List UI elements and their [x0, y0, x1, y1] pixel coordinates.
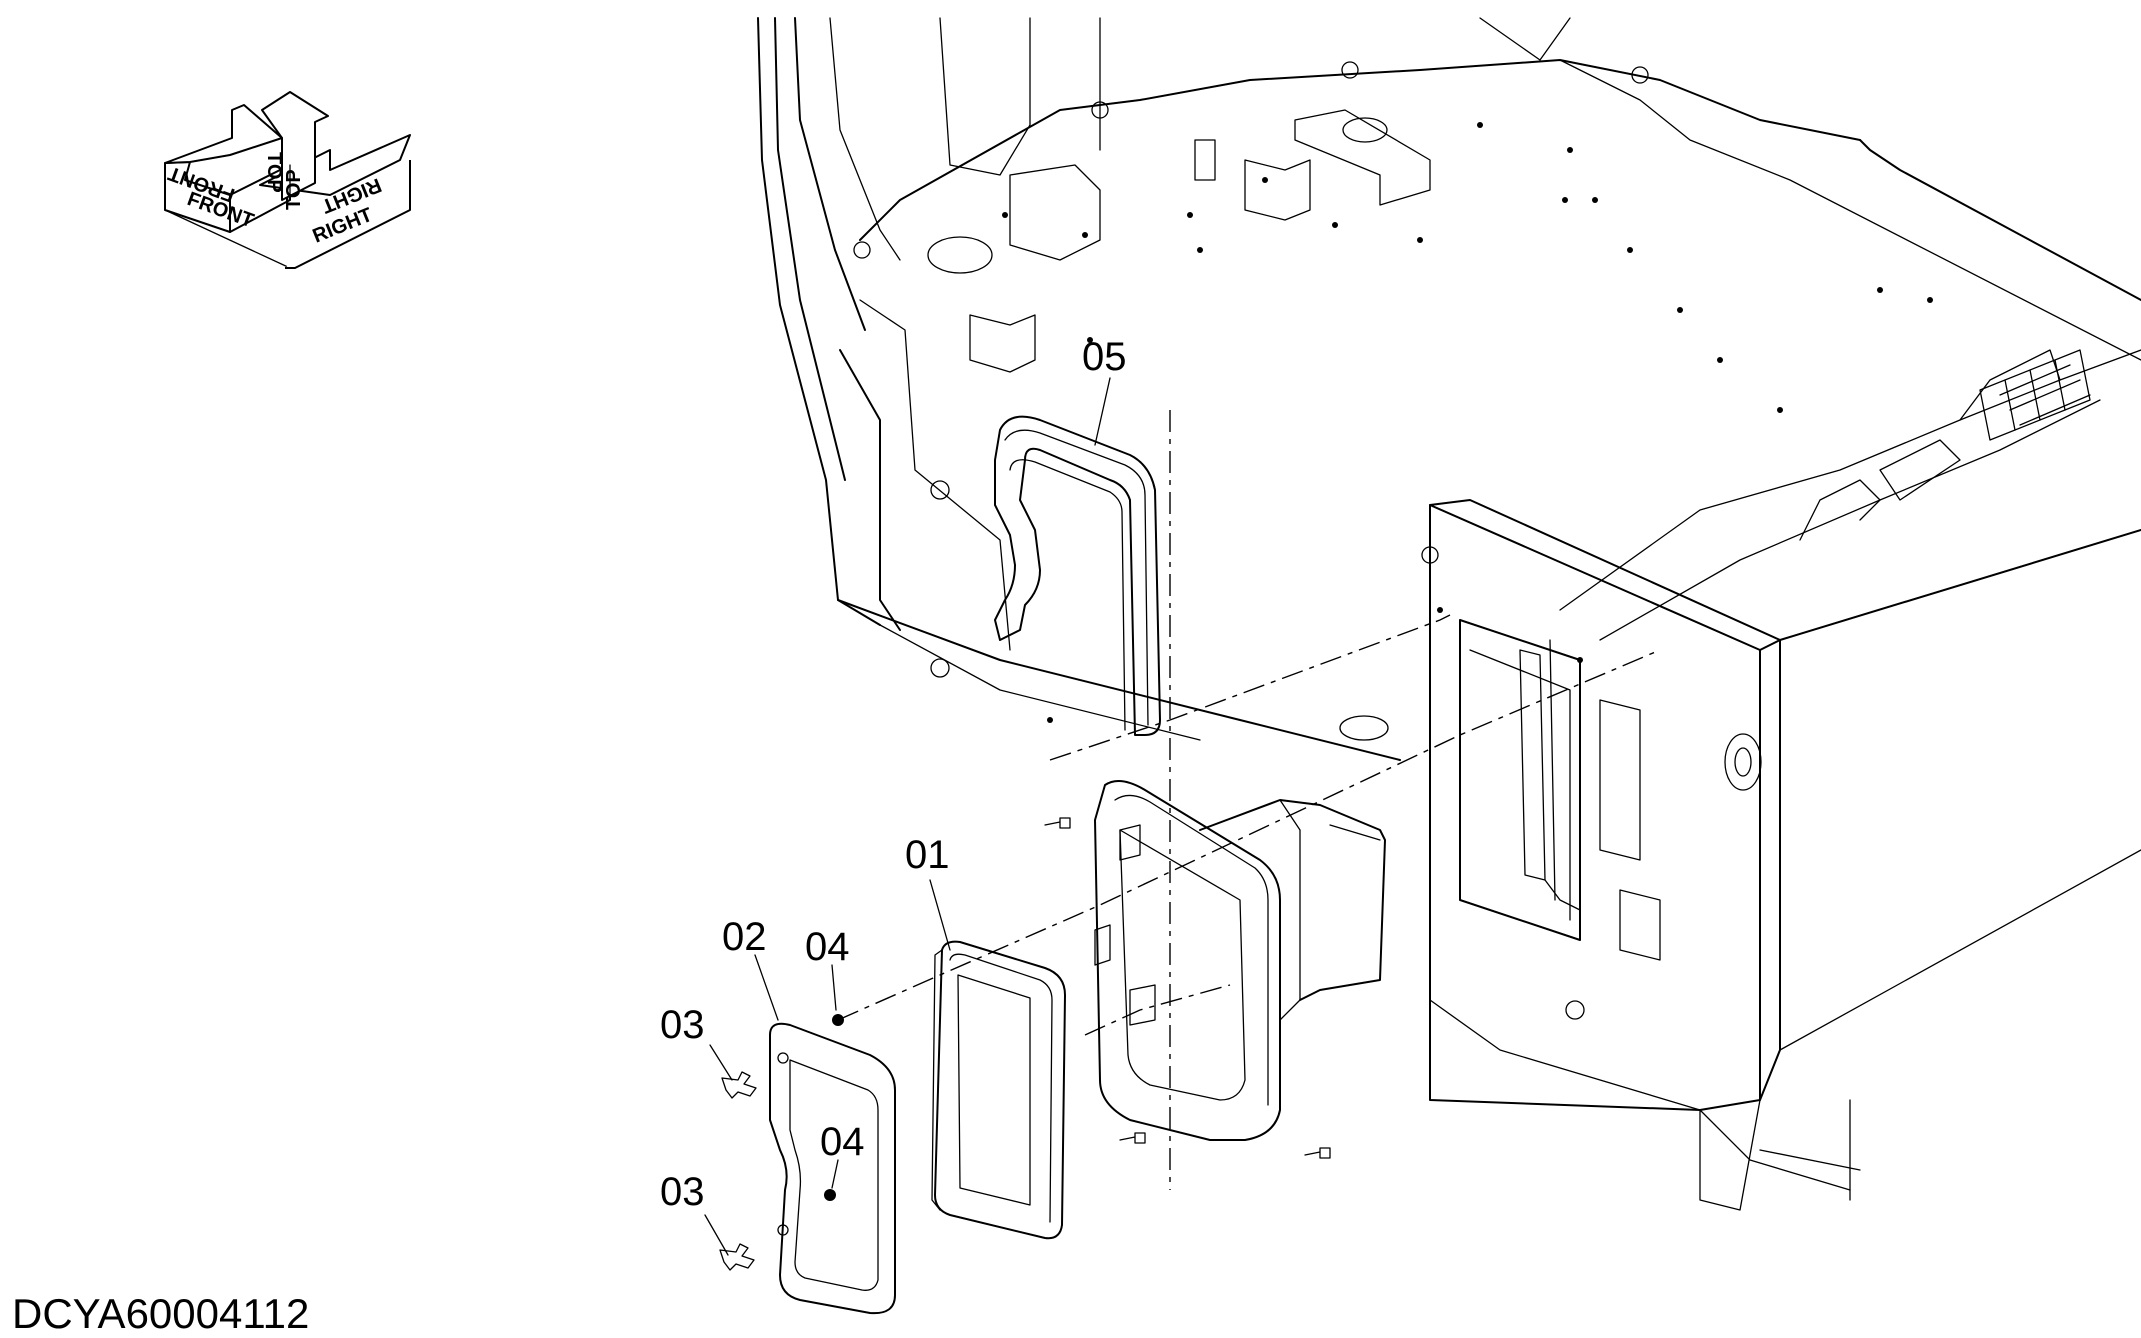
top-arrow-label-mirror: TOP [283, 169, 305, 210]
cab-floor-frame [757, 17, 2141, 1211]
callout-02: 02 [722, 915, 767, 959]
part-05-seal-gasket [994, 415, 1161, 736]
deck-bolt-holes [1002, 122, 1933, 723]
top-arrow-label: TOP [263, 152, 285, 193]
drawing-code-label: DCYA60004112 [12, 1290, 310, 1337]
housing-screws [1044, 817, 1331, 1159]
callout-05: 05 [1082, 335, 1127, 379]
callout-03-lower: 03 [660, 1170, 705, 1214]
callout-01: 01 [905, 833, 950, 877]
callout-03-upper: 03 [660, 1003, 705, 1047]
orientation-arrows-symbol: FRONT FRONT TOP TOP RIGHT RIGHT [164, 91, 411, 269]
part-01-filter-element [931, 940, 1066, 1240]
callout-04-lower: 04 [820, 1120, 865, 1164]
part-02-cover-plate [769, 1022, 896, 1315]
air-duct-housing [1044, 780, 1386, 1159]
deck-nuts [853, 61, 1649, 1020]
callout-leaders [704, 377, 1111, 1256]
assembly-centerlines [837, 410, 1661, 1190]
part-04-seal-lower [824, 1189, 836, 1201]
callout-04-upper: 04 [805, 925, 850, 969]
part-03-wing-bolt-lower [719, 1243, 755, 1271]
part-03-wing-bolt-upper [721, 1071, 757, 1099]
